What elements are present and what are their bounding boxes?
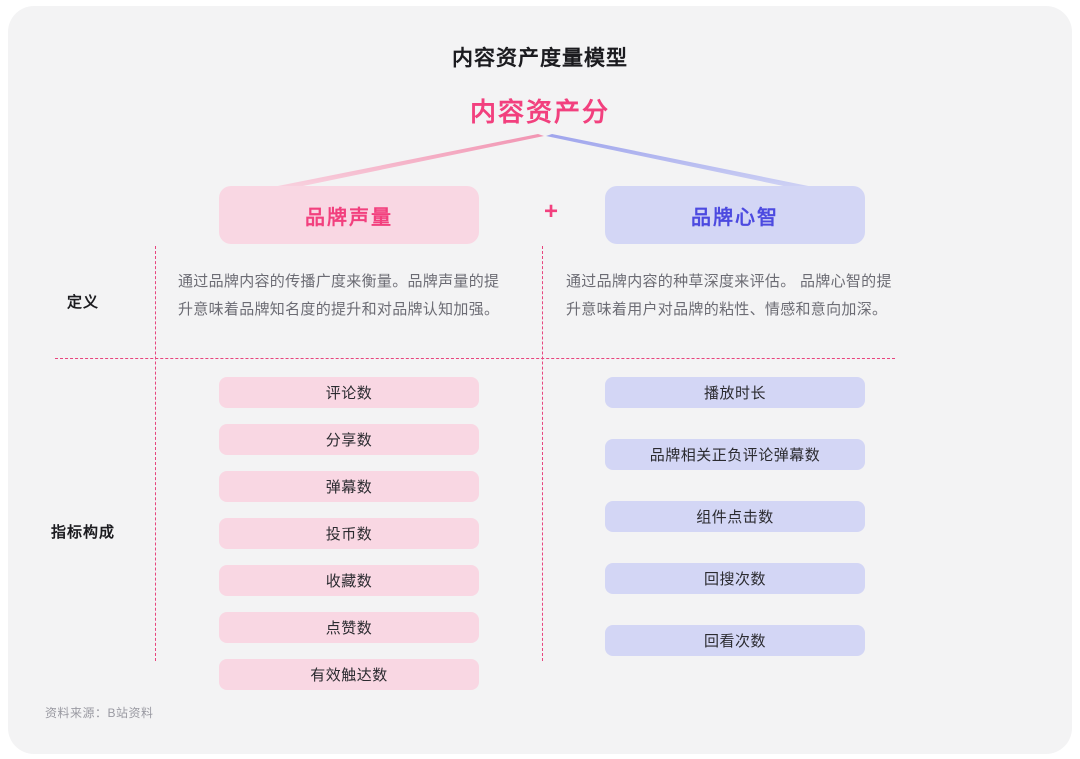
pillar-brand-mind[interactable]: 品牌心智	[605, 186, 865, 244]
metric-pill[interactable]: 弹幕数	[219, 471, 479, 502]
row-label-metrics: 指标构成	[50, 524, 115, 541]
metric-pill[interactable]: 回看次数	[605, 625, 865, 656]
metric-pill[interactable]: 点赞数	[219, 612, 479, 643]
metric-pill[interactable]: 分享数	[219, 424, 479, 455]
divider-vertical-center	[542, 246, 543, 661]
root-node-label: 内容资产分	[469, 97, 610, 127]
metric-pill-label: 收藏数	[325, 573, 373, 590]
metric-pill-label: 播放时长	[703, 385, 766, 402]
divider-vertical-left	[155, 246, 156, 661]
metric-pill-label: 有效触达数	[310, 667, 388, 684]
pillar-brand-mind-label: 品牌心智	[691, 206, 779, 229]
metric-pill[interactable]: 回搜次数	[605, 563, 865, 594]
metric-pill-label: 品牌相关正负评论弹幕数	[649, 447, 821, 464]
source-note: 资料来源：B站资料	[45, 706, 154, 720]
metric-pill[interactable]: 播放时长	[605, 377, 865, 408]
metric-pill-label: 回看次数	[703, 633, 766, 650]
row-label-definition: 定义	[66, 294, 99, 311]
metric-pill[interactable]: 收藏数	[219, 565, 479, 596]
pillar-brand-voice[interactable]: 品牌声量	[219, 186, 479, 244]
definition-brand-mind: 通过品牌内容的种草深度来评估。 品牌心智的提升意味着用户对品牌的粘性、情感和意向…	[566, 273, 892, 318]
metric-pill[interactable]: 品牌相关正负评论弹幕数	[605, 439, 865, 470]
page-title: 内容资产度量模型	[452, 47, 628, 70]
metric-pill-label: 评论数	[325, 385, 373, 402]
pillar-brand-voice-label: 品牌声量	[305, 206, 393, 229]
metric-pill-label: 点赞数	[325, 620, 373, 637]
definition-brand-voice: 通过品牌内容的传播广度来衡量。品牌声量的提升意味着品牌知名度的提升和对品牌认知加…	[178, 273, 500, 318]
metric-pill-label: 分享数	[325, 432, 373, 449]
metric-pill-label: 回搜次数	[703, 571, 766, 588]
plus-icon: +	[543, 198, 558, 225]
diagram-card: 内容资产度量模型 内容资产分 品牌声量 + 品牌心智	[8, 6, 1072, 754]
metric-pill[interactable]: 组件点击数	[605, 501, 865, 532]
divider-horizontal	[55, 358, 895, 359]
metric-list-brand-mind: 播放时长 品牌相关正负评论弹幕数 组件点击数 回搜次数 回看次数	[605, 377, 865, 656]
metric-pill[interactable]: 评论数	[219, 377, 479, 408]
metric-pill[interactable]: 投币数	[219, 518, 479, 549]
metric-pill[interactable]: 有效触达数	[219, 659, 479, 690]
metric-pill-label: 弹幕数	[325, 479, 373, 496]
metric-pill-label: 投币数	[325, 526, 373, 543]
metric-list-brand-voice: 评论数 分享数 弹幕数 投币数 收藏数 点赞数 有效触达数	[219, 377, 479, 690]
metric-pill-label: 组件点击数	[696, 509, 774, 526]
